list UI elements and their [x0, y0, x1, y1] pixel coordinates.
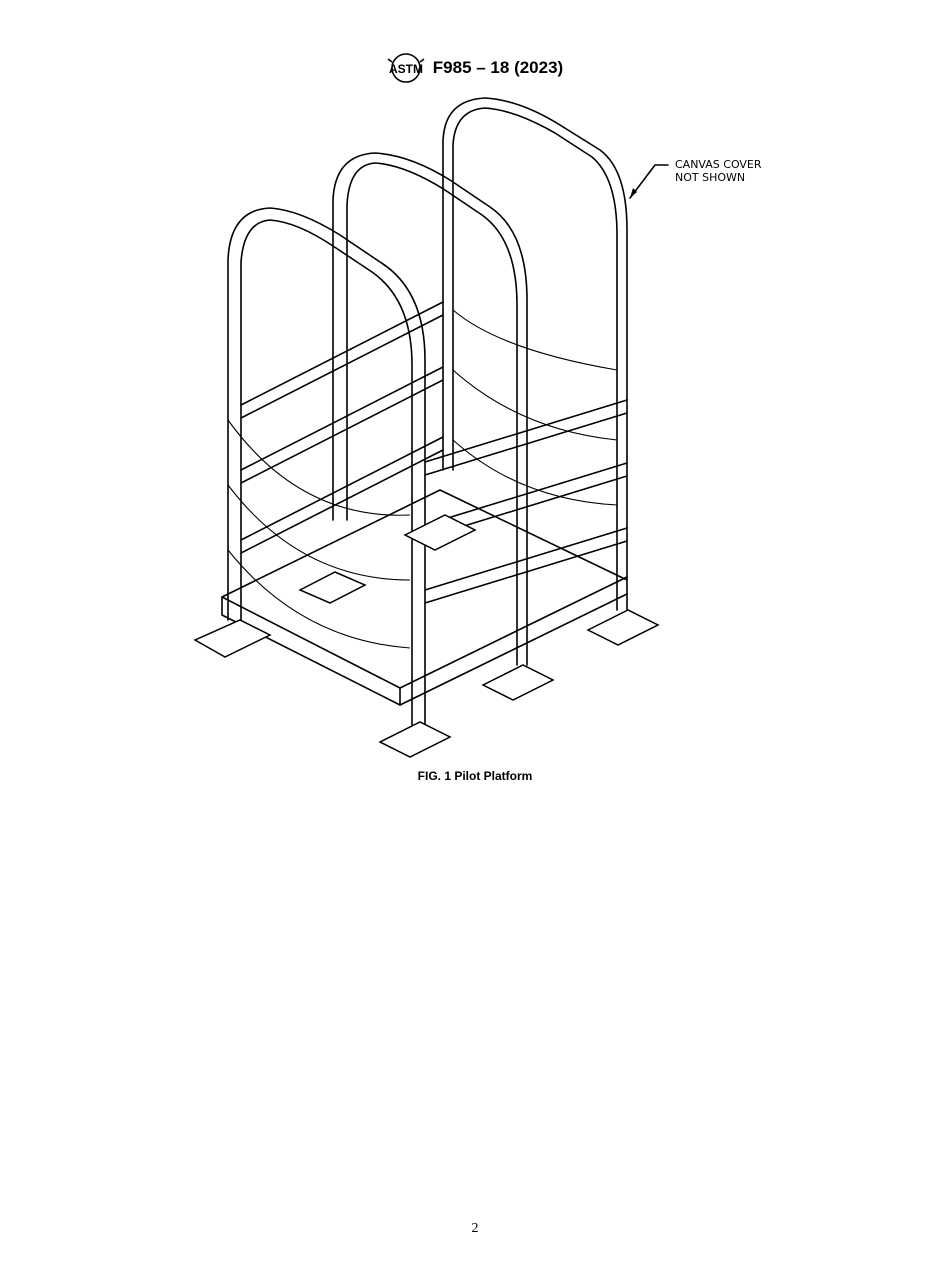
- page-header: ASTM F985 – 18 (2023): [0, 52, 950, 89]
- canvas-cover-callout: CANVAS COVER NOT SHOWN: [675, 158, 762, 184]
- pilot-platform-drawing: [193, 97, 669, 758]
- astm-logo-icon: ASTM: [387, 53, 425, 83]
- page-number: 2: [471, 1221, 479, 1236]
- callout-line-1: CANVAS COVER: [675, 158, 762, 171]
- figure-caption: FIG. 1 Pilot Platform: [417, 769, 533, 783]
- svg-text:ASTM: ASTM: [389, 62, 423, 76]
- callout-line-2: NOT SHOWN: [675, 171, 746, 184]
- document-id: F985 – 18 (2023): [432, 58, 564, 77]
